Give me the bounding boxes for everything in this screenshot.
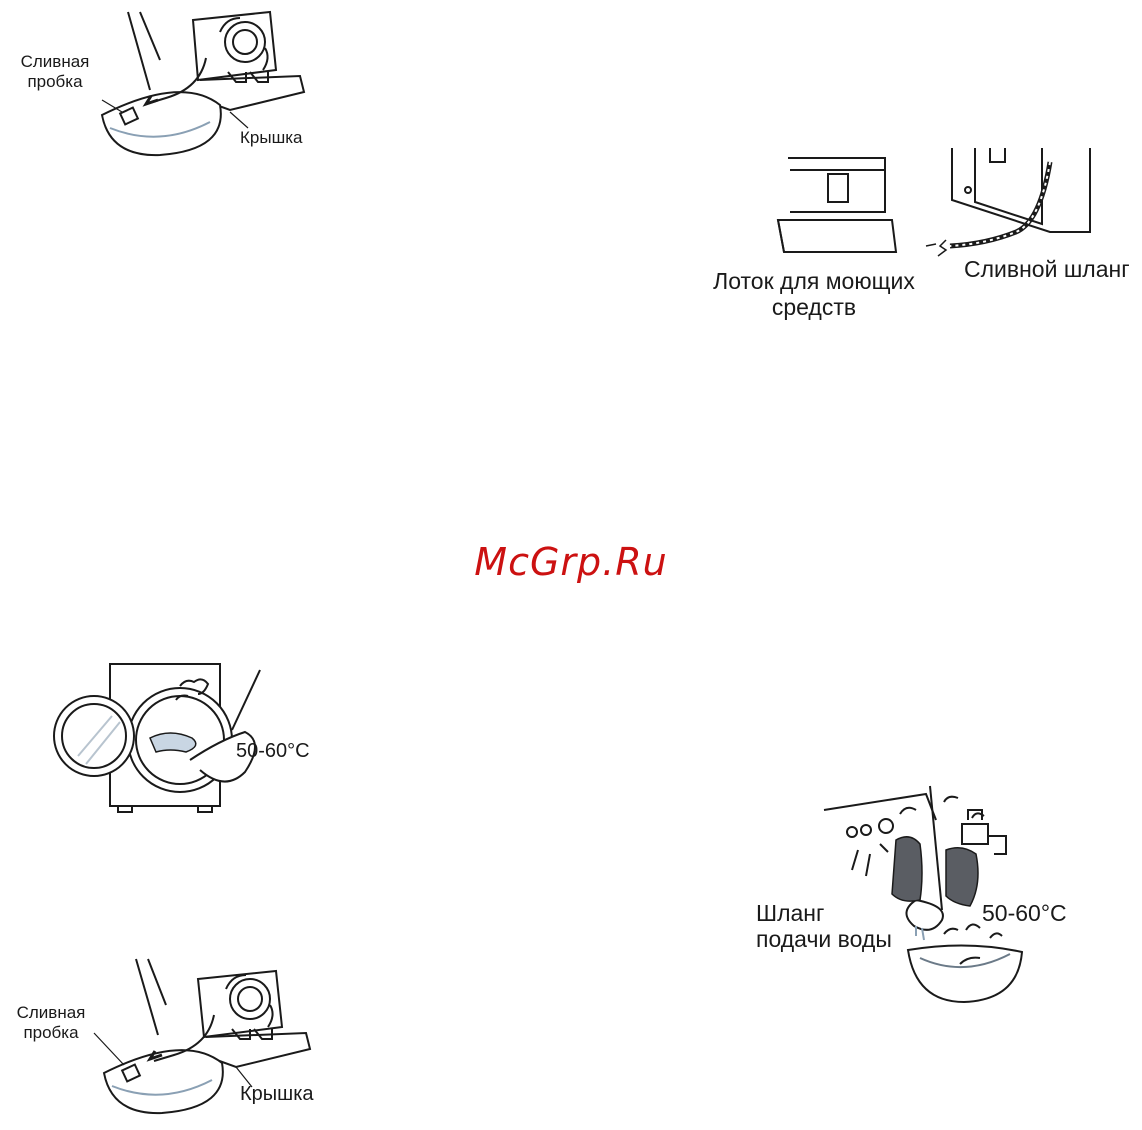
cover-label: Крышка bbox=[240, 128, 302, 148]
inlet-temperature-label: 50-60°C bbox=[982, 900, 1067, 926]
dispenser-hose-drawing bbox=[700, 140, 1140, 270]
drum-hot-water-illustration: 50-60°C bbox=[50, 660, 330, 820]
cover-label-bottom: Крышка bbox=[240, 1083, 314, 1106]
drain-hose-label: Сливной шланг bbox=[964, 256, 1130, 282]
watermark: McGrp.Ru bbox=[0, 540, 1142, 584]
drum-temperature-label: 50-60°C bbox=[236, 740, 310, 763]
